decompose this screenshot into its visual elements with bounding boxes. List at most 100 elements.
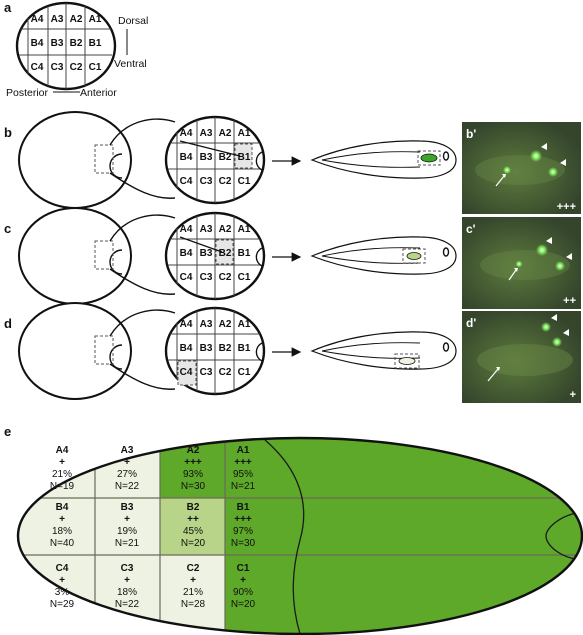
dorsal-label: Dorsal (118, 15, 148, 27)
row-c-grid-label: A4 (180, 224, 193, 235)
cell-name: B4 (56, 502, 69, 513)
row-d-grid-label: B1 (238, 343, 251, 354)
row-c-grid-label: B1 (238, 248, 251, 259)
row-c-grid-label: C3 (200, 272, 213, 283)
row-d-grid-label: A3 (200, 319, 213, 330)
cell-name: C1 (237, 563, 250, 574)
cell-score: + (59, 575, 65, 586)
cell-percent: 21% (52, 469, 72, 480)
panel-a-grid-label: C1 (89, 62, 102, 73)
cell-n: N=30 (231, 538, 256, 549)
row-b-grid-label: C3 (200, 176, 213, 187)
panel-a-grid-label: A2 (70, 14, 83, 25)
row-b-grid-label: B3 (200, 152, 213, 163)
row-b-grid-label: B1 (238, 152, 251, 163)
cell-n: N=28 (181, 599, 206, 610)
panel-a-grid-label: C3 (51, 62, 64, 73)
panel-label-c: c (4, 221, 11, 236)
panel-a-grid-label: B1 (89, 38, 102, 49)
row-d-grid-label: B2 (219, 343, 232, 354)
summary-cell-C1: C1 + 90% N=20 (231, 563, 256, 610)
panel-a-grid-label: B3 (51, 38, 64, 49)
row-b-grid-label: A4 (180, 128, 193, 139)
row-d-grid-label: B3 (200, 343, 213, 354)
cell-name: B3 (121, 502, 134, 513)
panel-a-grid-label: C4 (31, 62, 44, 73)
summary-cell-A1: A1 +++ 95% N=21 (231, 445, 256, 492)
summary-cell (18, 498, 95, 555)
cell-name: A3 (121, 445, 134, 456)
row-d-tadpole (310, 331, 457, 370)
photo-c-prime: c' ++ (462, 217, 581, 309)
photo-label-b-prime: b' (466, 127, 476, 141)
photo-label-c-prime: c' (466, 222, 476, 236)
cell-name: A2 (187, 445, 200, 456)
row-c-grid: A4 A3 A2 A1 B4 B3 B2 B1 C4 C3 C2 C1 (164, 211, 266, 301)
row-c-grid-label: B4 (180, 248, 193, 259)
orientation-axes: Dorsal Ventral Posterior Anterior (6, 15, 148, 99)
cell-name: A1 (237, 445, 250, 456)
cell-name: B2 (187, 502, 200, 513)
cell-score: + (59, 457, 65, 468)
cell-n: N=20 (231, 599, 256, 610)
row-b-grid: A4 A3 A2 A1 B4 B3 B2 B1 C4 C3 C2 C1 (164, 115, 266, 205)
cell-n: N=30 (181, 481, 206, 492)
summary-cell (225, 498, 582, 555)
cell-percent: 18% (117, 587, 137, 598)
cell-n: N=40 (50, 538, 75, 549)
cell-percent: 21% (183, 587, 203, 598)
row-c-embryo (18, 207, 176, 305)
cell-n: N=20 (181, 538, 206, 549)
row-b-grid-label: B2 (219, 152, 232, 163)
summary-cell-A3: A3 + 27% N=22 (115, 445, 140, 492)
panel-a-grid-label: B4 (31, 38, 44, 49)
row-b-grid-label: A2 (219, 128, 232, 139)
row-d-grid-label: C1 (238, 367, 251, 378)
cell-score: +++ (234, 457, 252, 468)
row-b-tadpole (310, 140, 457, 179)
cell-score: ++ (187, 514, 199, 525)
panel-label-e: e (4, 424, 11, 439)
row-c-grid-label: C4 (180, 272, 193, 283)
summary-cell-A4: A4 + 21% N=19 (50, 445, 75, 492)
row-b-grid-label: B4 (180, 152, 193, 163)
panel-a-grid-label: A3 (51, 14, 64, 25)
summary-cell (160, 498, 225, 555)
cell-percent: 27% (117, 469, 137, 480)
row-b-grid-label: C2 (219, 176, 232, 187)
row-c-grid-label: A3 (200, 224, 213, 235)
cell-percent: 18% (52, 526, 72, 537)
summary-map: A4 + 21% N=19 A3 + 27% N=22 A2 +++ 93% N… (16, 436, 583, 635)
row-c-grid-label: B3 (200, 248, 213, 259)
cell-score: + (124, 575, 130, 586)
cell-percent: 19% (117, 526, 137, 537)
panel-a-grid-label: C2 (70, 62, 83, 73)
cell-score: +++ (234, 514, 252, 525)
cell-score: + (190, 575, 196, 586)
row-c-grid-label: B2 (219, 248, 232, 259)
summary-cell (95, 498, 160, 555)
row-d-grid-label: C2 (219, 367, 232, 378)
anterior-label: Anterior (80, 87, 117, 99)
row-c-tadpole (310, 236, 457, 275)
row-c-grid-label: A2 (219, 224, 232, 235)
row-c-grid-label: C2 (219, 272, 232, 283)
cell-n: N=22 (115, 599, 140, 610)
panel-a-grid-label: A1 (89, 14, 102, 25)
cell-percent: 45% (183, 526, 203, 537)
summary-cell (225, 438, 582, 498)
cell-score: + (59, 514, 65, 525)
cell-percent: 90% (233, 587, 253, 598)
row-b-grid-label: A3 (200, 128, 213, 139)
photo-score-b-prime: +++ (557, 201, 576, 213)
cell-n: N=19 (50, 481, 75, 492)
summary-cell-B2: B2 ++ 45% N=20 (181, 502, 206, 549)
cell-name: C3 (121, 563, 134, 574)
row-d-grid-label: C3 (200, 367, 213, 378)
summary-cell (225, 555, 582, 634)
row-b-grid-label: C4 (180, 176, 193, 187)
summary-cell-B4: B4 + 18% N=40 (50, 502, 75, 549)
summary-cell-B1: B1 +++ 97% N=30 (231, 502, 256, 549)
row-d-grid: A4 A3 A2 A1 B4 B3 B2 B1 C4 C3 C2 C1 (164, 306, 266, 396)
